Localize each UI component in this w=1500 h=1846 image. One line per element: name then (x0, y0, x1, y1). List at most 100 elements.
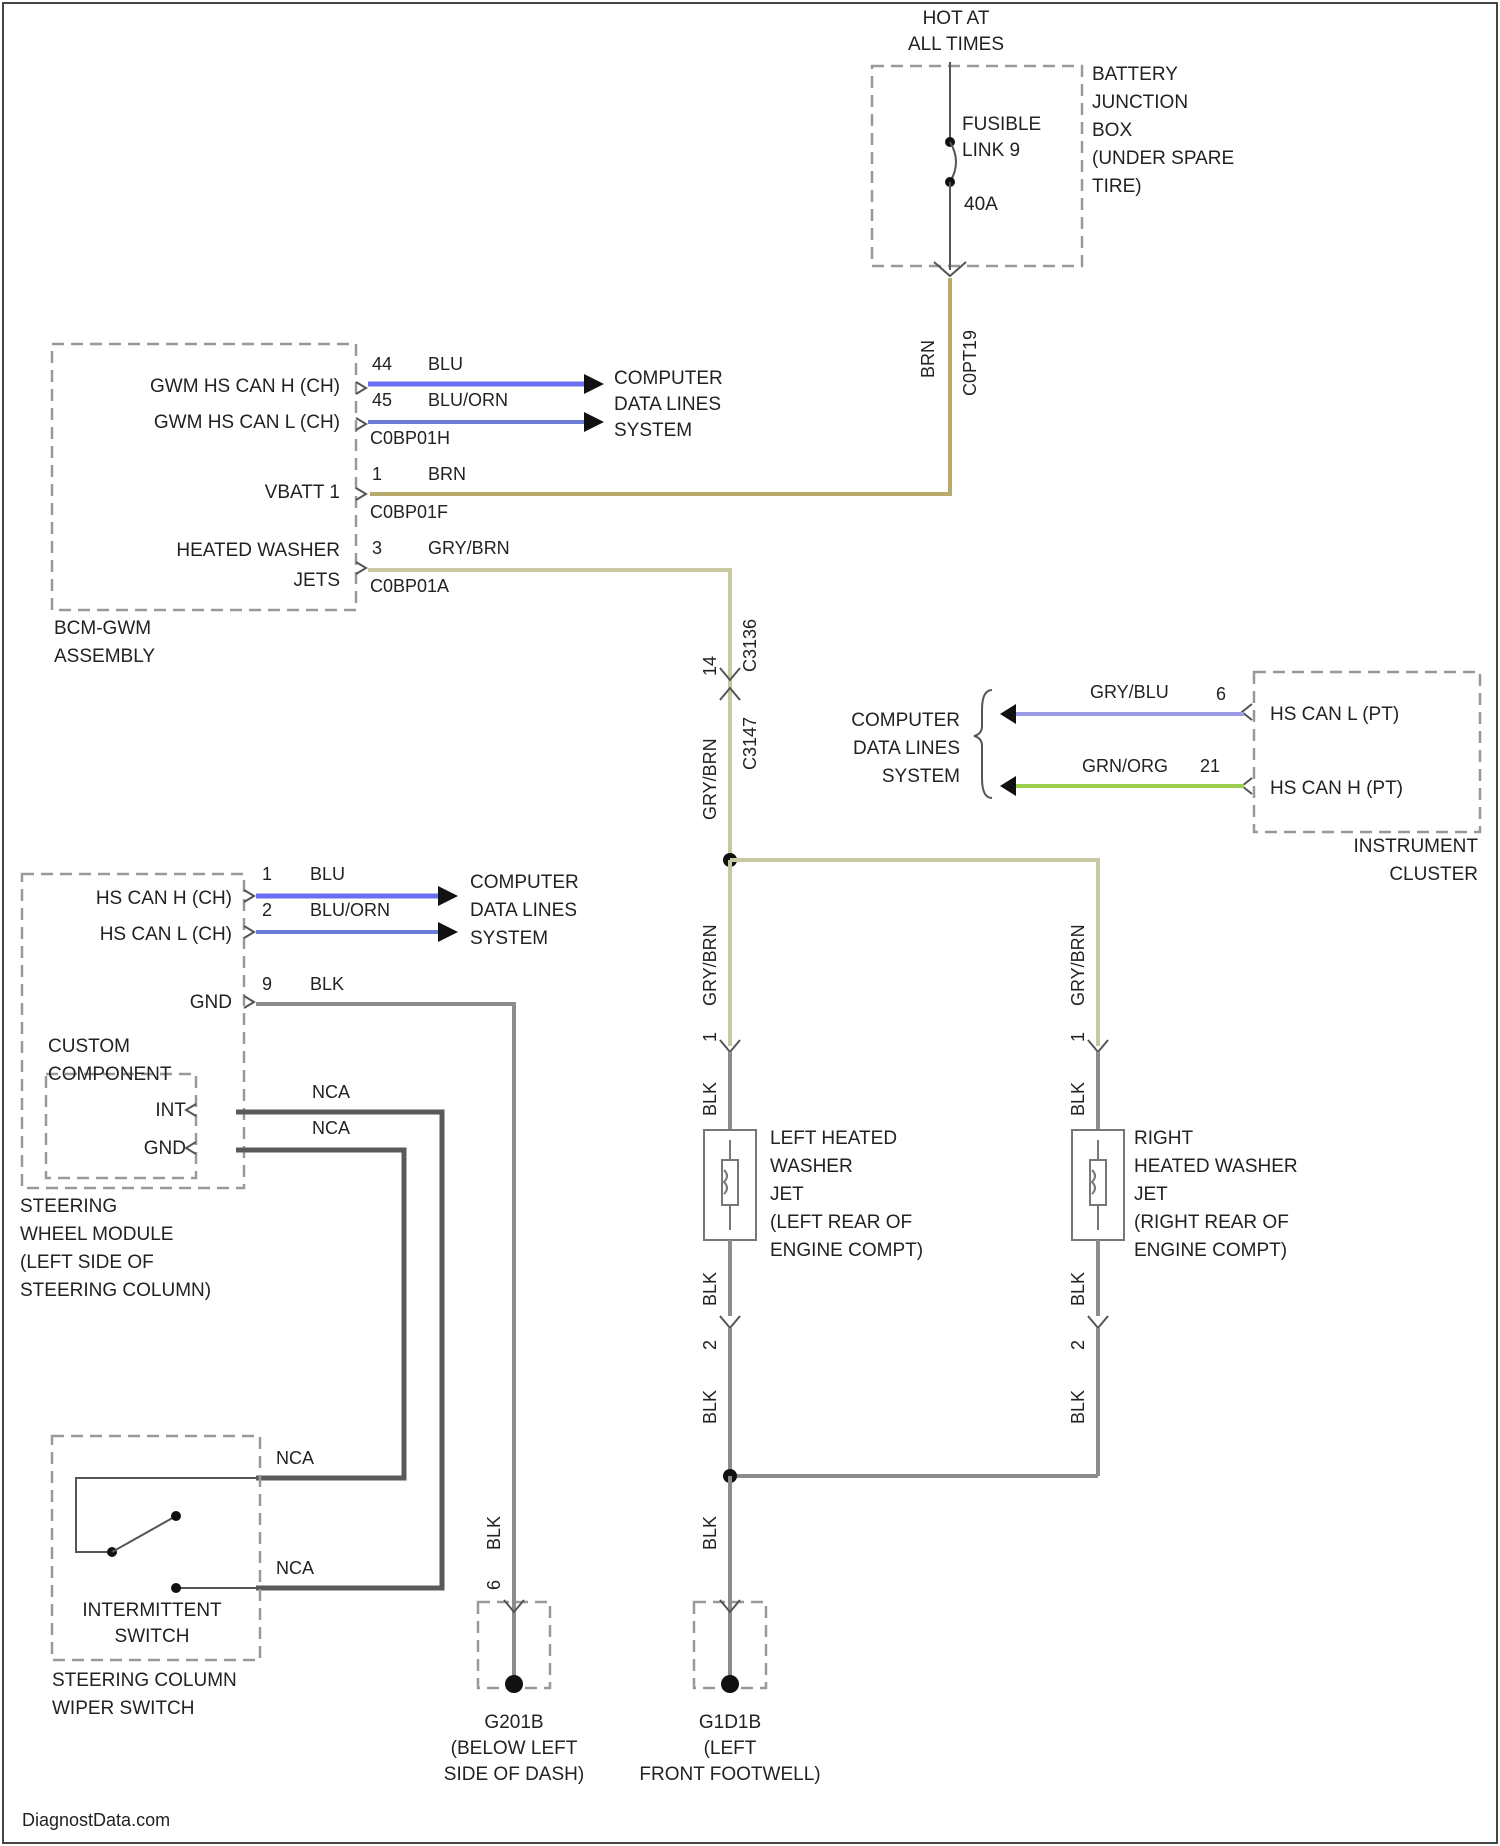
inline-wire-color: GRY/BRN (700, 738, 720, 820)
ic-label-2: CLUSTER (1389, 864, 1478, 885)
lj-pin-top: 1 (700, 1032, 720, 1042)
ws-switch-2: SWITCH (115, 1626, 190, 1647)
hot-at-all-times-2: ALL TIMES (908, 34, 1004, 55)
ground2-label-1: G1D1B (699, 1712, 761, 1733)
swm-nca1: NCA (312, 1082, 350, 1102)
inline-conn-top: C3136 (740, 619, 760, 672)
battery-junction-box: HOT AT ALL TIMES FUSIBLE LINK 9 40A BATT… (872, 8, 1234, 396)
ground2-label-3: FRONT FOOTWELL) (639, 1764, 820, 1785)
ic-pin1: 6 (1216, 684, 1226, 704)
bcm-pin45-color: BLU/ORN (428, 390, 508, 410)
swm-pin1: 1 (262, 864, 272, 884)
rj-label-5: ENGINE COMPT) (1134, 1240, 1287, 1261)
lj-label-1: LEFT HEATED (770, 1128, 897, 1149)
bjb-label-3: BOX (1092, 120, 1132, 141)
bjb-label-2: JUNCTION (1092, 92, 1188, 113)
fuse-name-1: FUSIBLE (962, 114, 1041, 135)
bcm-pin44-color: BLU (428, 354, 463, 374)
instrument-cluster: HS CAN L (PT) HS CAN H (PT) INSTRUMENT C… (974, 672, 1480, 885)
rj-pin-top: 1 (1068, 1032, 1088, 1042)
swm-cdl-3: SYSTEM (470, 928, 548, 949)
bcm-conn1: C0BP01H (370, 428, 450, 448)
ground1-label-2: (BELOW LEFT (451, 1738, 578, 1759)
ground1-pin: 6 (484, 1580, 504, 1590)
rj-label-4: (RIGHT REAR OF (1134, 1212, 1289, 1233)
ic-can-h-label: HS CAN H (PT) (1270, 778, 1403, 799)
ws-nca1: NCA (276, 1448, 314, 1468)
bjb-label-5: TIRE) (1092, 176, 1142, 197)
bcm-pin44: 44 (372, 354, 392, 374)
lj-label-3: JET (770, 1184, 804, 1205)
rj-label-3: JET (1134, 1184, 1168, 1205)
bcm-pin1: 1 (372, 464, 382, 484)
ws-nca2: NCA (276, 1558, 314, 1578)
bcm-can-h-label: GWM HS CAN H (CH) (150, 376, 340, 397)
bcm-heated-washer-2: JETS (294, 570, 340, 591)
steering-wheel-module: HS CAN H (CH) HS CAN L (CH) GND CUSTOM C… (20, 864, 390, 1301)
bcm-conn2: C0BP01F (370, 502, 448, 522)
ic-cdl-1: COMPUTER (851, 710, 960, 731)
swm-pin1-color: BLU (310, 864, 345, 884)
lj-label-5: ENGINE COMPT) (770, 1240, 923, 1261)
ground1-wire: BLK (484, 1516, 504, 1550)
ic-cdl-3: SYSTEM (882, 766, 960, 787)
bcm-cdl-2: DATA LINES (614, 394, 721, 415)
ic-cdl-2: DATA LINES (853, 738, 960, 759)
right-heated-washer-jet: GRY/BRN 1 BLK BLK 2 BLK RIGHT HEATED WAS… (1068, 924, 1298, 1476)
ic-wire2-color: GRN/ORG (1082, 756, 1168, 776)
swm-custom-1: CUSTOM (48, 1036, 130, 1057)
rj-top-color: GRY/BRN (1068, 924, 1088, 1006)
rj-bot-color: BLK (1068, 1272, 1088, 1306)
ic-pin2: 21 (1200, 756, 1220, 776)
rj-label-2: HEATED WASHER (1134, 1156, 1298, 1177)
ic-wire1-color: GRY/BLU (1090, 682, 1169, 702)
bcm-pin3: 3 (372, 538, 382, 558)
lj-bot-color: BLK (700, 1272, 720, 1306)
ground1-label-3: SIDE OF DASH) (444, 1764, 584, 1785)
bjb-label-4: (UNDER SPARE (1092, 148, 1234, 169)
lj-pin-bot: 2 (700, 1340, 720, 1350)
ws-label-2: WIPER SWITCH (52, 1698, 195, 1719)
swm-gnd-label: GND (190, 992, 232, 1013)
bjb-label-1: BATTERY (1092, 64, 1178, 85)
swm-can-h-label: HS CAN H (CH) (96, 888, 232, 909)
bcm-pin45: 45 (372, 390, 392, 410)
swm-cdl-1: COMPUTER (470, 872, 579, 893)
swm-label-4: STEERING COLUMN) (20, 1280, 211, 1301)
hot-at-all-times-1: HOT AT (923, 8, 990, 29)
ws-label-1: STEERING COLUMN (52, 1670, 237, 1691)
ground2-label-2: (LEFT (704, 1738, 757, 1759)
wire-nca-gnd (236, 1150, 404, 1478)
ic-can-l-label: HS CAN L (PT) (1270, 704, 1399, 725)
swm-pin9: 9 (262, 974, 272, 994)
rj-mid-color: BLK (1068, 1082, 1088, 1116)
left-heated-washer-jet: GRY/BRN 1 BLK BLK 2 BLK LEFT HEATED WASH… (700, 924, 923, 1476)
swm-label-3: (LEFT SIDE OF (20, 1252, 154, 1273)
swm-cdl-2: DATA LINES (470, 900, 577, 921)
wire-nca-int (236, 1112, 442, 1588)
swm-nca2: NCA (312, 1118, 350, 1138)
lj-bot-color2: BLK (700, 1390, 720, 1424)
inline-pin: 14 (700, 656, 720, 676)
wire-gry-brn-main (368, 570, 730, 860)
wire-blk-ground1 (256, 1004, 514, 1684)
bcm-pin3-color: GRY/BRN (428, 538, 510, 558)
bjb-connector: C0PT19 (960, 330, 980, 396)
swm-pin9-color: BLK (310, 974, 344, 994)
ws-switch-1: INTERMITTENT (82, 1600, 222, 1621)
ground2-wire: BLK (700, 1516, 720, 1550)
swm-label-1: STEERING (20, 1196, 117, 1217)
swm-gnd2-label: GND (144, 1138, 186, 1159)
bcm-can-l-label: GWM HS CAN L (CH) (154, 412, 340, 433)
swm-label-2: WHEEL MODULE (20, 1224, 173, 1245)
ic-label-1: INSTRUMENT (1353, 836, 1478, 857)
lj-label-2: WASHER (770, 1156, 853, 1177)
bcm-label-1: BCM-GWM (54, 618, 151, 639)
swm-pin2: 2 (262, 900, 272, 920)
rj-pin-bot: 2 (1068, 1340, 1088, 1350)
wire-gry-brn-right (730, 860, 1098, 1046)
rj-label-1: RIGHT (1134, 1128, 1194, 1149)
lj-label-4: (LEFT REAR OF (770, 1212, 912, 1233)
fuse-name-2: LINK 9 (962, 140, 1020, 161)
